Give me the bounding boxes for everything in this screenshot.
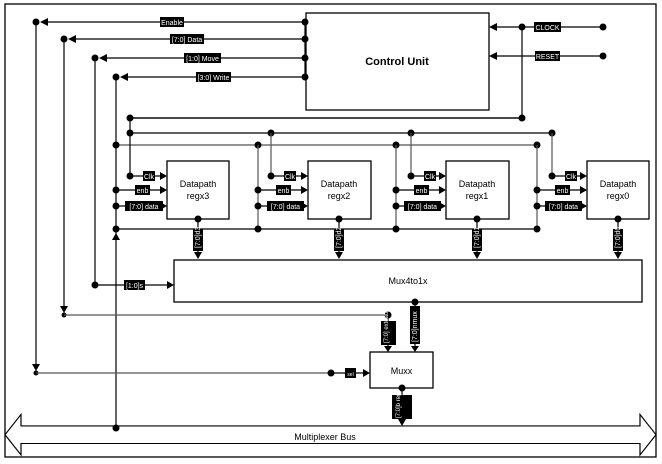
mux4-select-label: [1:0]s [126,283,144,290]
datapath-regx2: Datapath regx2 Clk enb [7:0] data [7:0]d… [254,160,372,259]
regx3-clk-label: Clk [144,174,155,181]
datapath-regx1: Datapath regx1 Clk enb [7:0] data [7:0]d… [392,160,510,259]
regx0-name: regx0 [607,191,630,201]
muxx-select-label: sel [347,372,353,378]
regx0-title: Datapath [600,179,637,189]
write-label: [3:0] Write [198,75,230,82]
diagram-frame [4,3,657,458]
enable-signal: Enable [32,17,309,27]
mux-data-label: [7:0]nmux [412,311,419,342]
regx1-clk-label: Clk [425,174,436,181]
datapath-regx0: Datapath regx0 Clk enb [7:0] data [7:0]d… [533,160,650,259]
regx2-enb-label: enb [278,188,290,195]
reset-input: RESET [489,51,607,61]
multiplexer-bus: Multiplexer Bus [4,412,657,457]
muxx-label: Muxx [391,366,413,376]
regx0-output-label: [7:0]d0 [615,226,622,248]
clock-label: CLOCK [535,25,559,32]
control-unit-label: Control Unit [365,56,429,68]
muxx-output-label: [7:0]b regs [396,390,402,418]
ext-data-label: [7:0] extdata [384,309,390,343]
regx0-clk-label: Clk [566,174,577,181]
regx3-title: Datapath [180,179,217,189]
bus-label: Multiplexer Bus [294,432,356,442]
regx1-enb-label: enb [416,188,428,195]
regx1-name: regx1 [466,191,489,201]
regx2-clk-label: Clk [285,174,296,181]
reset-label: RESET [536,54,560,61]
regx1-data-label: [7:0] data [408,204,437,211]
muxx-block: Muxx sel [7:0]b regs [36,351,434,426]
regx0-data-label: [7:0] data [549,204,578,211]
mux4to1x-block: Mux4to1x [1:0]s [91,259,643,303]
control-unit-block: Control Unit [305,12,490,111]
data-signal: [7:0] Data [60,34,309,44]
regx3-data-label: [7:0] data [129,204,158,211]
write-signal: [3:0] Write [112,72,309,82]
move-label: [1:0] Move [186,56,219,63]
regx0-enb-label: enb [557,188,569,195]
regx3-enb-label: enb [137,188,149,195]
data-label: [7:0] Data [172,37,202,44]
regx2-data-label: [7:0] data [271,204,300,211]
regx1-title: Datapath [459,179,496,189]
regx1-output-label: [7:0]d1 [474,226,481,248]
mux4to1x-label: Mux4to1x [388,276,428,286]
regx3-output-label: [7:0]d3 [195,226,202,248]
datapath-regx3: Datapath regx3 Clk enb [7:0] data [7:0]d… [112,160,230,259]
regx2-title: Datapath [321,179,358,189]
regx2-output-label: [7:0]d2 [336,226,343,248]
enable-label: Enable [161,20,183,27]
clock-input: CLOCK [489,22,607,32]
regx3-name: regx3 [187,191,210,201]
move-signal: [1:0] Move [91,53,309,63]
regx2-name: regx2 [328,191,351,201]
